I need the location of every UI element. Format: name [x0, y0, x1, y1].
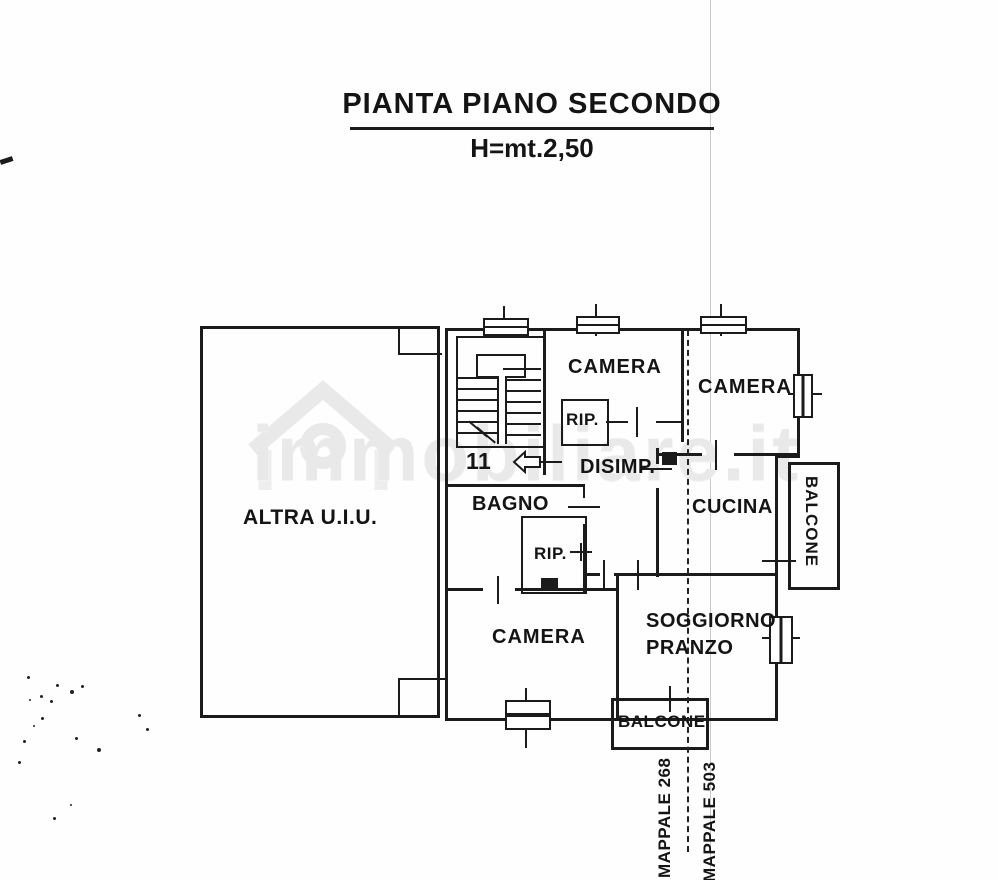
label-tick — [580, 543, 582, 561]
window-icon — [793, 374, 813, 418]
room-label-balcone-right: BALCONE — [802, 476, 821, 568]
door-block — [662, 452, 677, 465]
noise-dot — [41, 717, 44, 720]
window-icon — [769, 616, 793, 664]
door-tick — [762, 560, 796, 562]
noise-dot — [18, 761, 21, 764]
wall-right-lower — [775, 455, 778, 721]
door-tick — [637, 560, 639, 590]
wall-camera-bottom-top-b — [515, 588, 618, 591]
rip-mid-outline — [521, 516, 587, 594]
wall-bagno-right-a — [583, 484, 585, 498]
mappale-left-label: MAPPALE 268 — [655, 757, 674, 878]
stair-steps-right — [503, 368, 541, 443]
wall-soggiorno-top-a — [584, 573, 600, 576]
wall-stair-right — [543, 328, 546, 475]
door-arrow-icon — [512, 450, 541, 474]
balcone-bottom-outline — [611, 698, 709, 750]
room-label-rip-top: RIP. — [566, 410, 599, 429]
window-icon — [576, 316, 620, 334]
stair-divider — [497, 376, 507, 444]
wall-camera-right-bottom-a — [656, 453, 702, 456]
watermark-house-icon — [248, 380, 398, 490]
mappale-right-label: MAPPALE 503 — [700, 761, 719, 880]
wall-camera-top-bottom-b — [656, 421, 683, 423]
noise-dot — [97, 748, 101, 752]
wall-notch-top — [398, 329, 442, 355]
noise-dot — [81, 685, 84, 688]
window-icon — [700, 316, 747, 334]
wall-cucina-left-a — [656, 448, 659, 464]
noise-dot — [23, 740, 26, 743]
title-underline — [350, 127, 714, 130]
door-tick — [642, 468, 672, 470]
height-note: H=mt.2,50 — [470, 133, 594, 163]
room-label-cucina: CUCINA — [692, 496, 773, 518]
room-label-altra-uiu: ALTRA U.I.U. — [243, 506, 378, 529]
window-icon — [483, 318, 529, 336]
noise-dot — [27, 676, 30, 679]
noise-dot — [146, 728, 149, 731]
room-label-soggiorno: SOGGIORNO PRANZO — [646, 608, 776, 662]
door-tick — [497, 576, 499, 604]
wall-camera-right-bottom-b — [734, 453, 800, 456]
room-label-balcone-bottom: BALCONE — [618, 712, 706, 731]
door-tick — [669, 686, 671, 712]
noise-dot — [33, 725, 35, 727]
wall-bagno-right-b — [583, 524, 585, 592]
room-label-rip-mid: RIP. — [534, 544, 567, 563]
noise-dot — [50, 700, 53, 703]
room-altra-uiu-outline — [200, 326, 440, 718]
room-label-disimp: DISIMP. — [580, 456, 656, 478]
noise-dot — [40, 695, 43, 698]
room-label-bagno: BAGNO — [472, 493, 549, 515]
door-tick — [603, 560, 605, 590]
room-label-camera-right: CAMERA — [698, 376, 792, 398]
page-title: PIANTA PIANO SECONDO — [342, 88, 722, 120]
rip-top-outline — [561, 399, 609, 446]
noise-dot — [70, 804, 72, 806]
noise-dot — [53, 817, 56, 820]
wall-top — [445, 328, 800, 331]
wall-soggiorno-top-b — [614, 573, 778, 576]
stair-number: 11 — [466, 448, 492, 474]
noise-mark — [0, 156, 14, 165]
window-icon — [505, 700, 551, 730]
wall-cameras-divider — [681, 328, 684, 442]
noise-dot — [138, 714, 141, 717]
noise-dot — [29, 699, 31, 701]
scan-fold-line — [710, 0, 711, 880]
noise-dot — [75, 737, 78, 740]
noise-dot — [70, 690, 74, 694]
wall-notch-bottom — [398, 678, 447, 717]
noise-dot — [56, 684, 59, 687]
wall-camera-soggiorno-divider — [616, 575, 619, 718]
room-label-camera-bottom: CAMERA — [492, 626, 586, 648]
soggiorno-line1: SOGGIORNO — [646, 610, 777, 632]
door-block — [541, 578, 558, 591]
soggiorno-line2: PRANZO — [646, 637, 734, 659]
door-tick — [636, 407, 638, 437]
door-tick — [540, 461, 562, 463]
wall-camera-bottom-top-a — [447, 588, 483, 591]
door-tick — [568, 506, 600, 508]
wall-cucina-left-b — [656, 488, 659, 577]
door-tick — [715, 440, 717, 470]
balcone-right-outline — [788, 462, 840, 590]
room-label-camera-top: CAMERA — [568, 356, 662, 378]
wall-camera-top-bottom-a — [606, 421, 628, 423]
wall-bagno-top — [447, 484, 585, 487]
wall-right-step — [775, 455, 800, 458]
cadastral-boundary-dashed-line — [687, 330, 689, 852]
wall-left — [445, 328, 448, 721]
stair-steps-left — [458, 377, 498, 443]
